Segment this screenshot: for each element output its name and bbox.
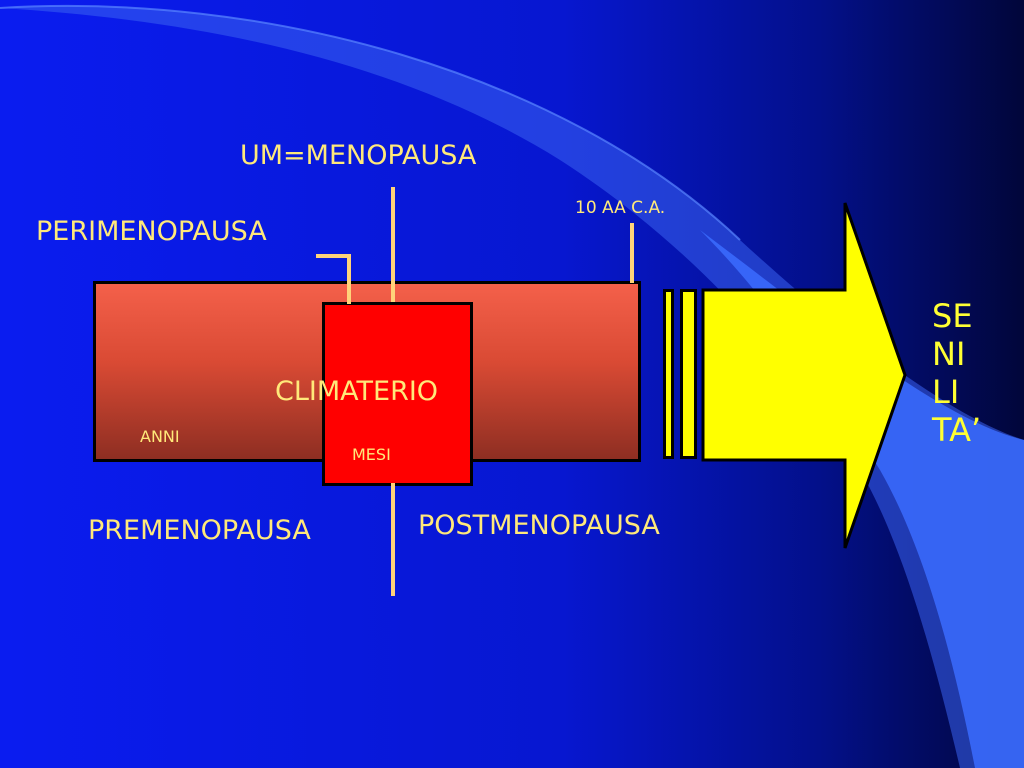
mesi-label: MESI xyxy=(352,445,391,464)
climaterio-label: CLIMATERIO xyxy=(275,376,439,407)
um-menopausa-label: UM=MENOPAUSA xyxy=(240,140,477,171)
postmenopausa-label: POSTMENOPAUSA xyxy=(418,510,660,541)
menopausa-line-lower xyxy=(391,483,395,596)
ten-years-label: 10 AA C.A. xyxy=(575,198,666,218)
anni-label: ANNI xyxy=(140,427,180,446)
senilita-line-2: NI xyxy=(932,335,966,373)
ten-years-marker-line xyxy=(630,223,634,283)
strip-1 xyxy=(663,289,674,459)
strip-2 xyxy=(680,289,697,459)
senilita-line-3: LI xyxy=(932,373,960,411)
perimenopausa-label: PERIMENOPAUSA xyxy=(36,216,267,247)
senilita-label: SE NI LI TA’ xyxy=(932,297,981,449)
premenopausa-label: PREMENOPAUSA xyxy=(88,515,311,546)
menopausa-line-upper xyxy=(391,187,395,302)
mesi-box xyxy=(322,302,473,486)
senilita-line-4: TA’ xyxy=(932,411,982,449)
senilita-line-1: SE xyxy=(932,297,973,335)
